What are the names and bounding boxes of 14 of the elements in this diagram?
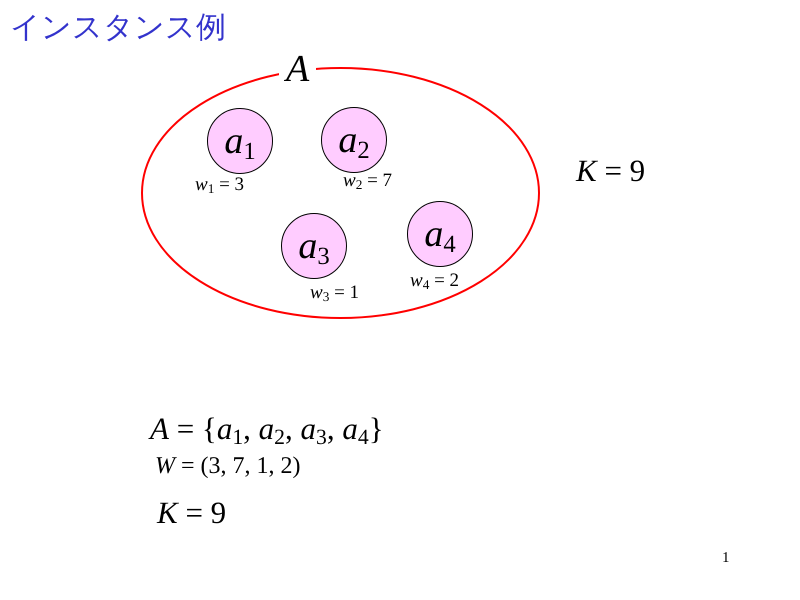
- weight-label: w$_{4}$ = 2: [410, 270, 460, 292]
- weight-label: w$_{2}$ = 7: [343, 170, 392, 192]
- element-label: a$_{4}$: [424, 214, 456, 254]
- element-label: a$_{3}$: [298, 226, 330, 266]
- math-formula: A = {a$_{1}$, a$_{2}$, a$_{3}$, a$_{4}$}: [150, 410, 384, 448]
- math-formula: W = (3, 7, 1, 2): [155, 452, 301, 481]
- element-label: a$_{1}$: [224, 121, 256, 161]
- math-formula: K = 9: [157, 494, 226, 532]
- element-label: a$_{2}$: [338, 120, 370, 160]
- slide-title: インスタンス例: [10, 9, 226, 47]
- weight-label: w$_{1}$ = 3: [195, 174, 244, 196]
- math-formula: K = 9: [576, 152, 646, 190]
- weight-label: w$_{3}$ = 1: [310, 282, 360, 304]
- page-number: 1: [722, 549, 730, 567]
